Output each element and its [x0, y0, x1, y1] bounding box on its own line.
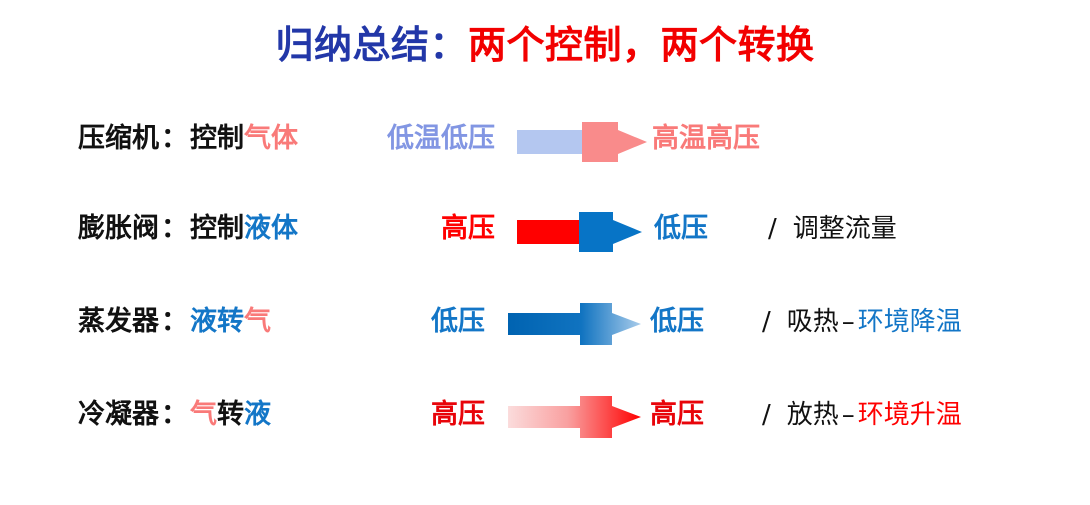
note-dash: –	[841, 400, 855, 430]
page-title-prefix: 归纳总结：	[275, 23, 468, 67]
action-prefix: 气	[190, 399, 217, 430]
row-note-compressor	[785, 112, 801, 166]
label-separator: ：	[161, 213, 188, 244]
summary-row-expansion-valve: 膨胀阀：控制液体 高压 低压 / 调整流量	[0, 202, 1090, 256]
state-to-label: 高温高压	[652, 123, 760, 154]
page-title: 归纳总结：两个控制，两个转换	[0, 14, 1090, 69]
note-slash	[785, 124, 801, 154]
label-separator: ：	[161, 306, 188, 337]
row-label-compressor: 压缩机：控制气体	[78, 112, 298, 166]
state-from-label: 高压	[431, 399, 485, 430]
action-target: 气体	[244, 123, 298, 154]
note-text: 放热	[786, 400, 839, 430]
note-text: 吸热	[786, 307, 839, 337]
state-from-label: 高压	[441, 213, 495, 244]
arrow-highpressure-to-lowpressure	[517, 212, 642, 252]
summary-row-evaporator: 蒸发器：液转气 低压 低压 / 吸热–环境降温	[0, 295, 1090, 349]
summary-row-compressor: 压缩机：控制气体 低温低压 高温高压	[0, 112, 1090, 166]
action-target: 液	[244, 399, 271, 430]
note-slash: /	[762, 307, 771, 337]
summary-row-condenser: 冷凝器：气转液 高压 高压 / 放热–环境升温	[0, 388, 1090, 442]
action-prefix: 控制	[190, 213, 244, 244]
row-label-condenser: 冷凝器：气转液	[78, 388, 271, 442]
component-name: 膨胀阀	[78, 213, 159, 244]
state-from-label: 低压	[431, 306, 485, 337]
label-separator: ：	[161, 123, 188, 154]
state-from-label: 低温低压	[387, 123, 495, 154]
page-title-main: 两个控制，两个转换	[468, 23, 815, 67]
action-prefix: 液转	[190, 306, 244, 337]
row-note-evaporator: / 吸热–环境降温	[762, 295, 962, 349]
action-prefix: 控制	[190, 123, 244, 154]
state-to-label: 高压	[650, 399, 704, 430]
note-highlight: 环境升温	[857, 400, 962, 430]
arrow-lowtemp-to-hightemp	[517, 122, 647, 162]
row-label-expansion-valve: 膨胀阀：控制液体	[78, 202, 298, 256]
note-slash: /	[768, 214, 777, 244]
action-middle: 转	[217, 399, 244, 430]
component-name: 蒸发器	[78, 306, 159, 337]
action-target: 气	[244, 306, 271, 337]
note-text: 调整流量	[792, 214, 897, 244]
note-dash: –	[841, 307, 855, 337]
row-note-condenser: / 放热–环境升温	[762, 388, 962, 442]
component-name: 压缩机	[78, 123, 159, 154]
row-label-evaporator: 蒸发器：液转气	[78, 295, 271, 349]
component-name: 冷凝器	[78, 399, 159, 430]
action-target: 液体	[244, 213, 298, 244]
state-to-label: 低压	[650, 306, 704, 337]
row-note-expansion-valve: / 调整流量	[768, 202, 897, 256]
state-to-label: 低压	[654, 213, 708, 244]
arrow-evaporator-lowpressure	[508, 303, 641, 345]
arrow-condenser-highpressure	[508, 396, 641, 438]
label-separator: ：	[161, 399, 188, 430]
note-highlight: 环境降温	[857, 307, 962, 337]
note-slash: /	[762, 400, 771, 430]
